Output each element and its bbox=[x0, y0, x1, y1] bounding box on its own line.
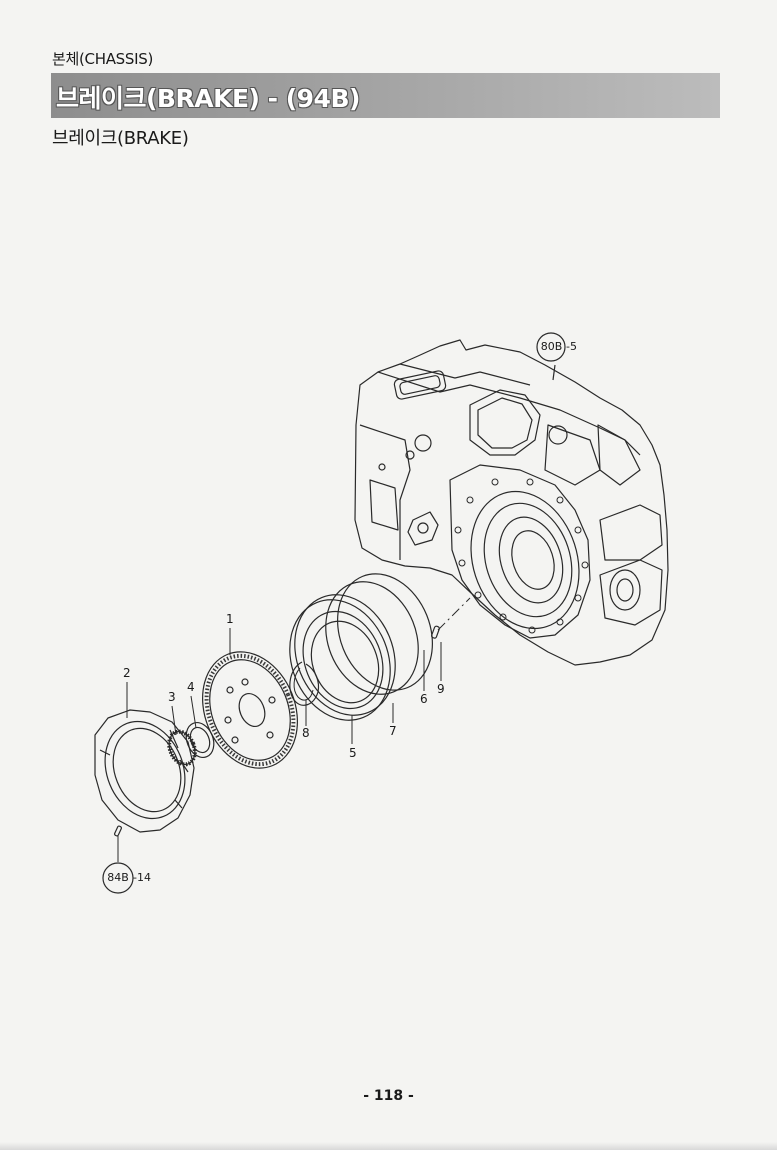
friction-disc bbox=[202, 651, 298, 769]
part-label-9: 9 bbox=[437, 682, 445, 696]
part-label-6: 6 bbox=[420, 692, 428, 706]
part-label-7: 7 bbox=[389, 724, 397, 738]
housing-ref-callout bbox=[536, 332, 566, 362]
o-ring-7 bbox=[325, 581, 419, 695]
title-bar: 브레이크(BRAKE) - (94B) bbox=[51, 73, 720, 118]
pin-ref-callout bbox=[102, 862, 134, 894]
subtitle: 브레이크(BRAKE) bbox=[52, 128, 189, 149]
housing-ref-label: 80B bbox=[540, 340, 563, 353]
part-label-8: 8 bbox=[302, 726, 310, 740]
pin-9 bbox=[431, 625, 440, 639]
brake-plate bbox=[94, 709, 195, 833]
snap-ring-8 bbox=[289, 661, 320, 706]
page-number: - 118 - bbox=[363, 1088, 414, 1104]
part-label-2: 2 bbox=[123, 666, 131, 680]
part-label-3: 3 bbox=[168, 690, 176, 704]
page-title: 브레이크(BRAKE) - (94B) bbox=[56, 84, 360, 113]
section-label: 본체(CHASSIS) bbox=[52, 50, 154, 68]
ring-4 bbox=[185, 722, 215, 758]
o-ring-6 bbox=[337, 573, 433, 691]
brake-piston bbox=[289, 594, 396, 721]
pin-ref-label: 84B bbox=[107, 871, 129, 884]
scan-edge bbox=[0, 1142, 777, 1150]
axle-housing bbox=[354, 339, 669, 666]
part-label-1: 1 bbox=[226, 612, 234, 626]
part-label-5: 5 bbox=[349, 746, 357, 760]
pin-ref-suffix: -14 bbox=[133, 871, 151, 884]
part-label-4: 4 bbox=[187, 680, 195, 694]
housing-ref-suffix: -5 bbox=[566, 340, 577, 353]
